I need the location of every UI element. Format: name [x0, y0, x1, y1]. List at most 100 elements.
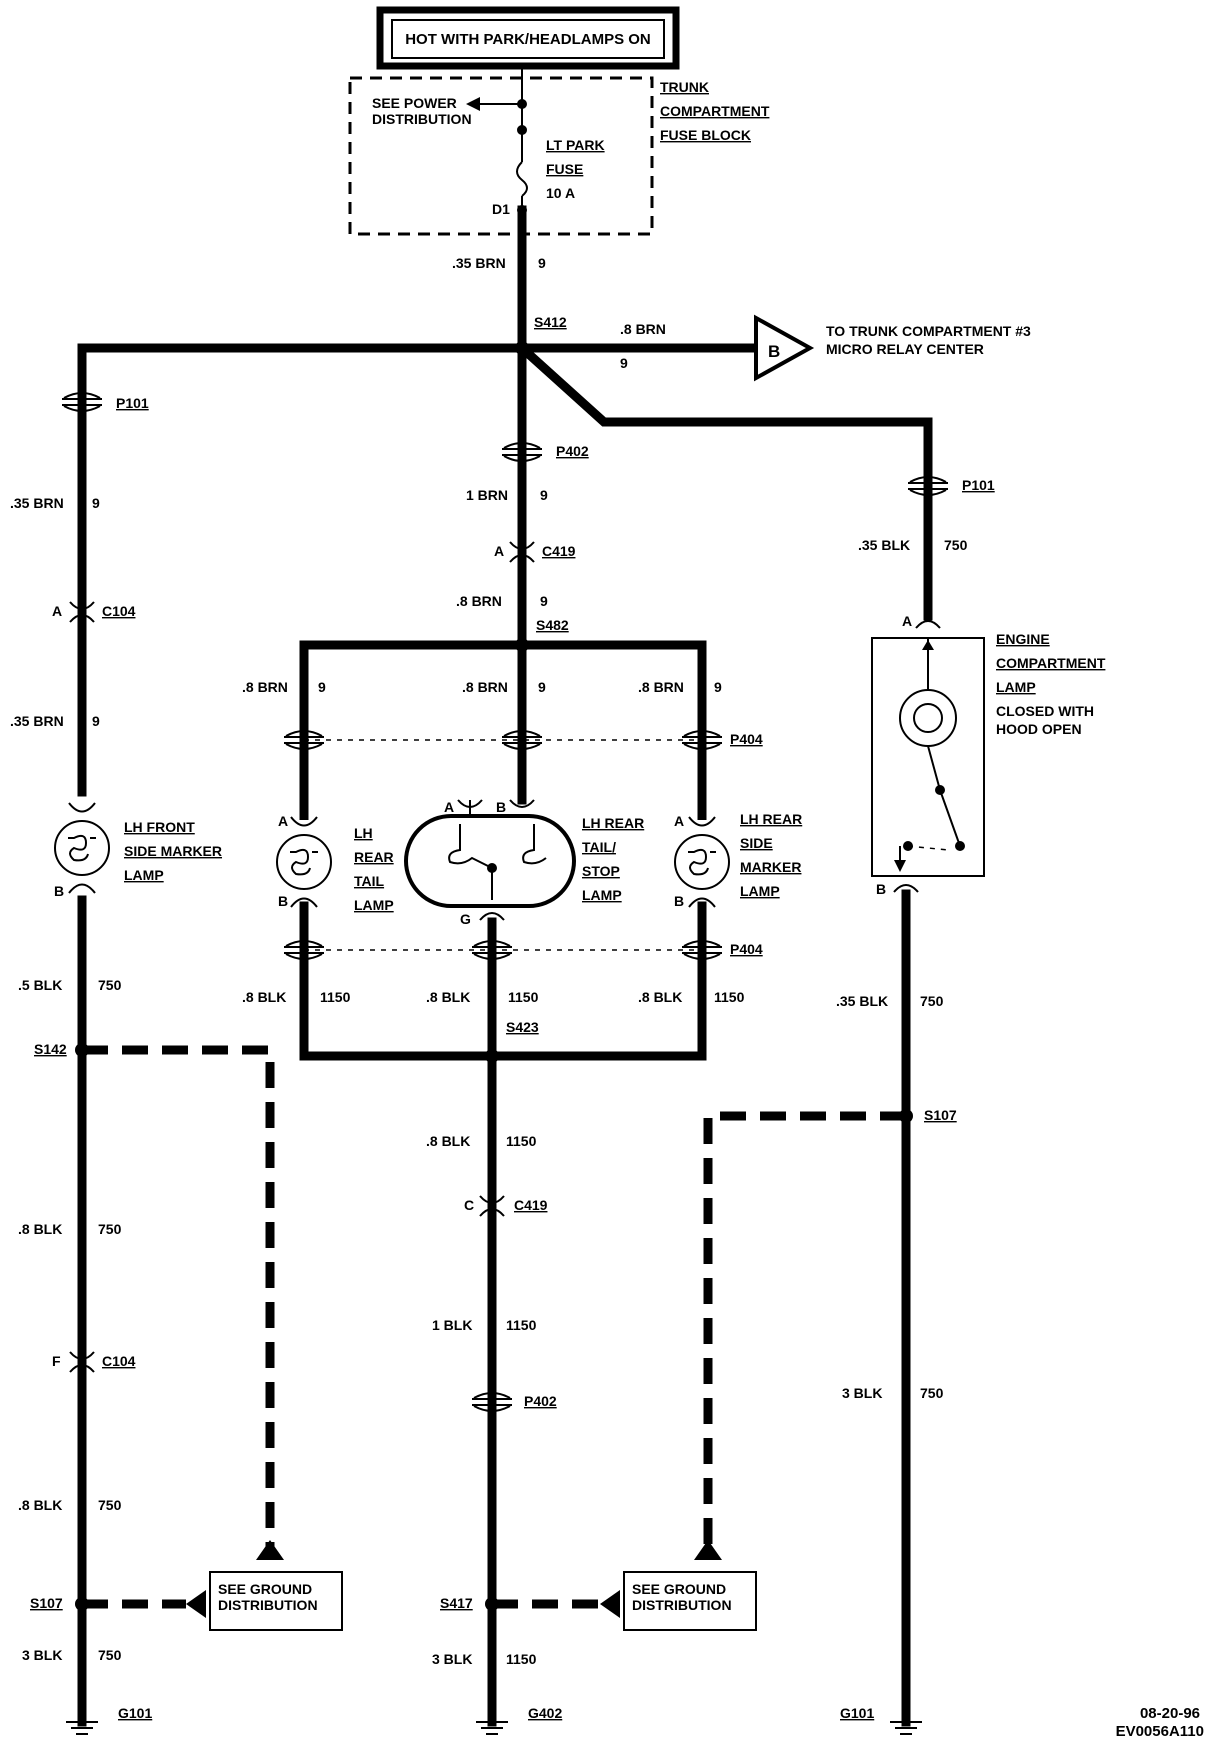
svg-text:750: 750	[98, 1221, 122, 1237]
p402-top: P402	[556, 443, 589, 459]
svg-text:9: 9	[92, 495, 100, 511]
p402-bottom: P402	[524, 1393, 557, 1409]
svg-text:A: A	[494, 543, 504, 559]
svg-text:9: 9	[540, 487, 548, 503]
svg-text:750: 750	[944, 537, 968, 553]
svg-text:SEE GROUND: SEE GROUND	[632, 1581, 726, 1597]
svg-text:750: 750	[98, 1647, 122, 1663]
svg-text:1150: 1150	[714, 989, 745, 1005]
c104-top: C104	[102, 603, 136, 619]
svg-text:LAMP: LAMP	[354, 897, 394, 913]
fuse-block-label-2: COMPARTMENT	[660, 103, 770, 119]
c419-bottom: C419	[514, 1197, 548, 1213]
svg-text:.35 BRN: .35 BRN	[10, 713, 64, 729]
right-return: B .35 BLK 750 S107 3 BLK 750 G101	[694, 881, 957, 1735]
svg-text:.8 BLK: .8 BLK	[426, 1133, 470, 1149]
svg-text:.8 BRN: .8 BRN	[462, 679, 508, 695]
svg-text:F: F	[52, 1353, 61, 1369]
svg-text:LH: LH	[354, 825, 373, 841]
svg-text:1150: 1150	[506, 1133, 537, 1149]
lh-front-side-marker-lamp: LH FRONT SIDE MARKER LAMP B	[50, 800, 222, 899]
ground-ref-right-arrow-icon	[694, 1540, 722, 1560]
svg-text:TAIL/: TAIL/	[582, 839, 616, 855]
svg-text:DISTRIBUTION: DISTRIBUTION	[218, 1597, 318, 1613]
wire-feed: .35 BRN 9	[452, 205, 546, 353]
p404-bottom: P404	[730, 941, 763, 957]
fuse-block: TRUNK COMPARTMENT FUSE BLOCK SEE POWER D…	[348, 66, 770, 236]
p404-top: P404	[730, 731, 763, 747]
relay-ref-symbol: B	[768, 342, 780, 361]
svg-text:9: 9	[318, 679, 326, 695]
svg-text:A: A	[52, 603, 62, 619]
relay-ref-triangle-icon	[754, 314, 815, 382]
svg-text:DISTRIBUTION: DISTRIBUTION	[632, 1597, 732, 1613]
svg-text:750: 750	[920, 1385, 944, 1401]
svg-text:750: 750	[98, 1497, 122, 1513]
svg-text:1 BLK: 1 BLK	[432, 1317, 472, 1333]
svg-text:STOP: STOP	[582, 863, 620, 879]
c104-bottom: C104	[102, 1353, 136, 1369]
svg-text:LAMP: LAMP	[582, 887, 622, 903]
svg-text:B: B	[876, 881, 886, 897]
svg-text:A: A	[278, 813, 288, 829]
left-return: .5 BLK 750 S142 .8 BLK 750 F C104 .8 BLK…	[18, 895, 343, 1735]
right-feed: P101 .35 BLK 750 A	[515, 341, 995, 629]
svg-text:3 BLK: 3 BLK	[432, 1651, 472, 1667]
svg-text:9: 9	[92, 713, 100, 729]
svg-text:750: 750	[920, 993, 944, 1009]
relay-ref-line-1: TO TRUNK COMPARTMENT #3	[826, 323, 1031, 339]
g101-right: G101	[840, 1705, 874, 1721]
svg-text:1150: 1150	[508, 989, 539, 1005]
svg-text:A: A	[902, 613, 912, 629]
footer-code: EV0056A110	[1116, 1723, 1204, 1740]
svg-text:750: 750	[98, 977, 122, 993]
fuse-block-label-3: FUSE BLOCK	[660, 127, 751, 143]
svg-text:B: B	[278, 893, 288, 909]
power-ref-1: SEE POWER	[372, 95, 457, 111]
ground-ref-left-arrow-icon	[256, 1540, 284, 1560]
svg-text:LH REAR: LH REAR	[582, 815, 644, 831]
svg-text:B: B	[674, 893, 684, 909]
svg-text:C: C	[464, 1197, 474, 1213]
svg-text:CLOSED WITH: CLOSED WITH	[996, 703, 1094, 719]
g402: G402	[528, 1705, 562, 1721]
svg-text:REAR: REAR	[354, 849, 394, 865]
svg-text:SEE GROUND: SEE GROUND	[218, 1581, 312, 1597]
svg-text:.35 BRN: .35 BRN	[452, 255, 506, 271]
svg-text:9: 9	[538, 679, 546, 695]
svg-text:MARKER: MARKER	[740, 859, 801, 875]
s412-label: S412	[534, 314, 567, 330]
svg-text:B: B	[54, 883, 64, 899]
svg-text:HOOD OPEN: HOOD OPEN	[996, 721, 1082, 737]
fuse-name: LT PARK	[546, 137, 605, 153]
svg-text:A: A	[444, 799, 454, 815]
svg-text:9: 9	[540, 593, 548, 609]
fuse-icon	[516, 161, 528, 197]
lh-rear-tail-lamp: A B LH REAR TAIL LAMP	[272, 813, 394, 1061]
svg-text:.8 BLK: .8 BLK	[638, 989, 682, 1005]
relay-ref-line-2: MICRO RELAY CENTER	[826, 341, 984, 357]
s107-left-label: S107	[30, 1595, 63, 1611]
svg-text:1150: 1150	[506, 1651, 537, 1667]
svg-text:LAMP: LAMP	[740, 883, 780, 899]
s423-return: P404 .8 BLK 1150 .8 BLK 1150 .8 BLK 1150…	[242, 917, 763, 1735]
svg-text:.8 BRN: .8 BRN	[242, 679, 288, 695]
fuse-terminal: D1	[492, 201, 510, 217]
svg-text:1150: 1150	[320, 989, 351, 1005]
svg-text:LH FRONT: LH FRONT	[124, 819, 195, 835]
svg-text:1 BRN: 1 BRN	[466, 487, 508, 503]
svg-text:LAMP: LAMP	[996, 679, 1036, 695]
svg-text:.8 BLK: .8 BLK	[426, 989, 470, 1005]
svg-text:TAIL: TAIL	[354, 873, 385, 889]
svg-text:3 BLK: 3 BLK	[842, 1385, 882, 1401]
svg-text:COMPARTMENT: COMPARTMENT	[996, 655, 1106, 671]
s412-bus: S412 .8 BRN 9 B TO TRUNK COMPARTMENT #3 …	[77, 314, 1031, 382]
fuse-label: FUSE	[546, 161, 583, 177]
svg-text:3 BLK: 3 BLK	[22, 1647, 62, 1663]
svg-text:.35 BRN: .35 BRN	[10, 495, 64, 511]
g101-left: G101	[118, 1705, 152, 1721]
s482-label: S482	[536, 617, 569, 633]
svg-text:.8 BRN: .8 BRN	[620, 321, 666, 337]
power-arrow-icon	[466, 97, 480, 111]
